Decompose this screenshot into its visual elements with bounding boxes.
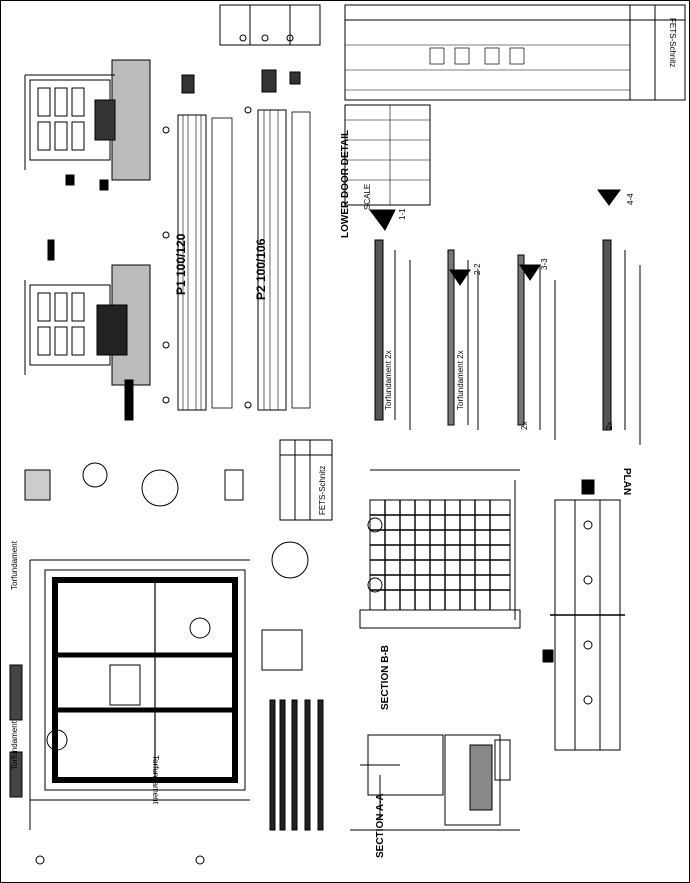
title-block-left-text: FETS-Schnitz	[318, 465, 327, 515]
bar-schedule-table	[344, 4, 686, 101]
section-label-4-4: 4-4	[626, 193, 635, 205]
foundation-label-4: 2x	[605, 421, 614, 430]
foundation-label-2: Torfundament 2x	[456, 350, 465, 410]
lower-middle-detail	[261, 541, 324, 831]
notes-table	[344, 104, 431, 206]
upper-detail-bottom	[24, 239, 151, 421]
upper-detail-top	[24, 59, 151, 191]
foundation-label-3: 2x	[520, 421, 529, 430]
torfundament-right-label: Torfundament	[151, 755, 160, 804]
beam-p1-label: P1 100/120	[174, 233, 188, 295]
section-label-3-3: 3-3	[540, 258, 549, 270]
section-bb-label: SECTION B-B	[380, 645, 391, 710]
beam-p2-label: P2 100/106	[254, 238, 268, 300]
foundation-plan	[9, 559, 250, 865]
title-block-top: FETS-Schnitz	[668, 18, 677, 68]
foundation-label-1: Torfundament 2x	[384, 350, 393, 410]
door-detail-scale: SCALE	[363, 183, 372, 210]
section-bb-drawing	[359, 469, 521, 629]
title-block-left	[279, 439, 333, 521]
plan-label: PLAN	[621, 468, 632, 496]
section-aa-drawing	[350, 734, 520, 831]
section-label-2-2: 2-2	[473, 263, 482, 275]
section-aa-label: SECTION A-A	[375, 793, 386, 858]
door-detail-title: LOWER DOOR DETAIL	[340, 129, 351, 238]
section-label-1-1: 1-1	[398, 208, 407, 220]
beam-p2-drawing	[244, 69, 311, 411]
torfundament-upper-label: Torfundament	[10, 541, 19, 590]
top-strip-detail	[219, 4, 321, 46]
plan-drawing	[542, 479, 625, 751]
mid-left-details	[24, 462, 244, 507]
torfundament-lower-label: Torfundament	[10, 721, 19, 770]
beam-p1-drawing	[162, 74, 233, 411]
door-detail-columns	[369, 189, 641, 445]
